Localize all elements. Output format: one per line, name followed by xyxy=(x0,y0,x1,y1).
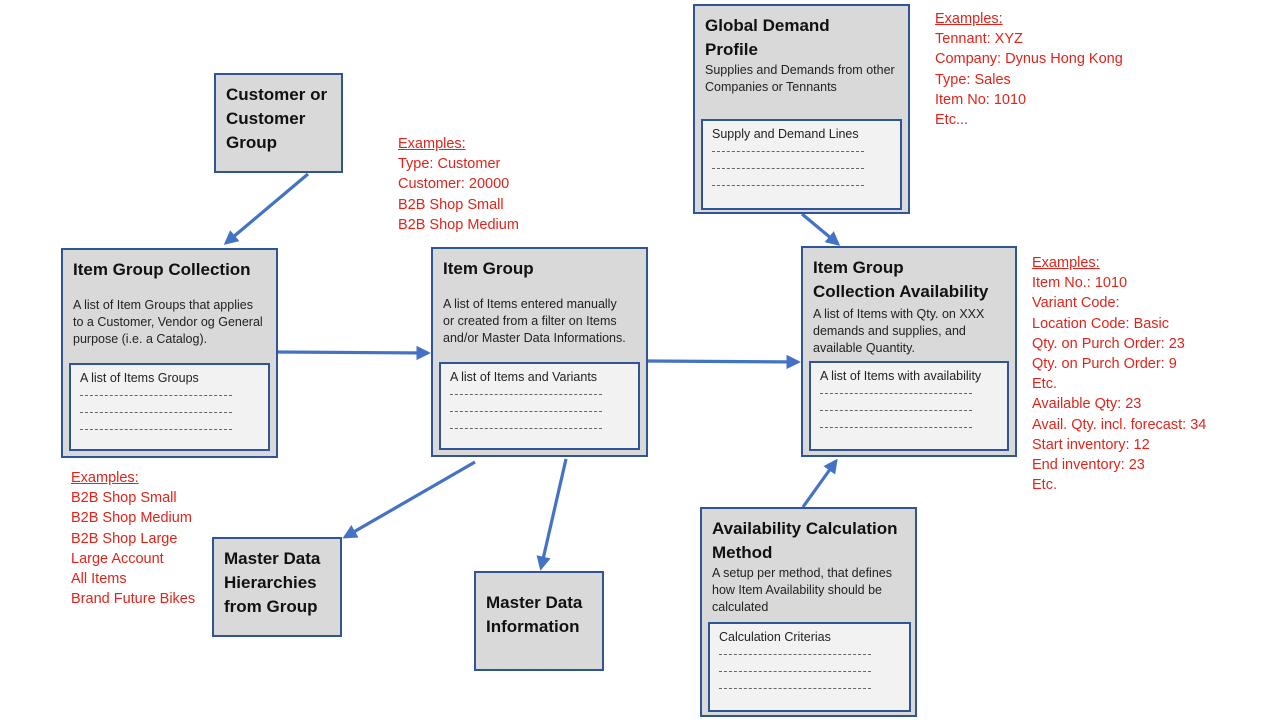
global-demand-profile-box[interactable]: Global Demand Profile Supplies and Deman… xyxy=(693,4,910,214)
customer-group-box[interactable]: Customer or Customer Group xyxy=(214,73,343,173)
example-line: End inventory: 23 xyxy=(1032,457,1145,474)
example-line: Start inventory: 12 xyxy=(1032,436,1150,453)
placeholder-line xyxy=(80,395,232,396)
examples-heading: Examples: xyxy=(398,136,466,152)
example-line: Large Account xyxy=(71,550,164,567)
example-line: Item No: 1010 xyxy=(935,91,1027,108)
example-line: Type: Customer xyxy=(398,156,501,173)
collection-examples: Examples: B2B Shop Small B2B Shop Medium… xyxy=(71,468,195,609)
global-demand-profile-description: Supplies and Demands from other Companie… xyxy=(705,63,895,94)
item-group-collection-description: A list of Item Groups that applies to a … xyxy=(73,298,263,346)
example-line: B2B Shop Small xyxy=(71,490,177,507)
placeholder-line xyxy=(450,428,602,429)
master-data-hierarchies-box[interactable]: Master Data Hierarchies from Group xyxy=(212,537,342,637)
example-line: Variant Code: xyxy=(1032,295,1120,312)
examples-heading: Examples: xyxy=(1032,255,1100,271)
item-groups-list-label: A list of Items Groups xyxy=(80,371,199,385)
global-demand-profile-title: Global Demand Profile xyxy=(705,16,830,59)
example-line: Etc... xyxy=(935,112,969,129)
item-group-collection-title: Item Group Collection xyxy=(73,260,251,279)
example-line: B2B Shop Large xyxy=(71,530,178,547)
item-group-collection-box[interactable]: Item Group Collection A list of Item Gro… xyxy=(61,248,278,458)
item-groups-list-panel: A list of Items Groups xyxy=(69,363,270,451)
example-line: All Items xyxy=(71,571,127,588)
example-line: Etc. xyxy=(1032,376,1057,393)
placeholder-line xyxy=(450,411,602,412)
example-line: Avail. Qty. incl. forecast: 34 xyxy=(1032,416,1207,433)
placeholder-line xyxy=(712,151,864,152)
example-line: Tennant: XYZ xyxy=(935,31,1023,48)
collection-availability-box[interactable]: Item Group Collection Availability A lis… xyxy=(801,246,1017,457)
supply-demand-lines-panel: Supply and Demand Lines xyxy=(701,119,902,210)
placeholder-line xyxy=(719,654,871,655)
global-demand-examples: Examples: Tennant: XYZ Company: Dynus Ho… xyxy=(935,9,1123,130)
example-line: Brand Future Bikes xyxy=(71,591,196,608)
master-data-information-box[interactable]: Master Data Information xyxy=(474,571,604,671)
example-line: Qty. on Purch Order: 9 xyxy=(1032,356,1177,373)
arrow-collection-to-item-group xyxy=(277,345,431,361)
availability-examples: Examples: Item No.: 1010 Variant Code: L… xyxy=(1032,253,1206,495)
example-line: Customer: 20000 xyxy=(398,176,510,193)
example-line: Available Qty: 23 xyxy=(1032,396,1142,413)
master-data-hierarchies-title: Master Data Hierarchies from Group xyxy=(224,549,321,616)
items-availability-list-label: A list of Items with availability xyxy=(820,369,982,383)
placeholder-line xyxy=(80,412,232,413)
arrow-global-demand-to-availability xyxy=(800,212,841,246)
item-group-box[interactable]: Item Group A list of Items entered manua… xyxy=(431,247,648,457)
collection-availability-title: Item Group Collection Availability xyxy=(813,258,989,301)
arrow-item-group-to-availability xyxy=(646,354,801,370)
items-variants-list-label: A list of Items and Variants xyxy=(450,370,598,384)
availability-calculation-description: A setup per method, that defines how Ite… xyxy=(712,566,892,614)
placeholder-line xyxy=(820,427,972,428)
example-line: Location Code: Basic xyxy=(1032,315,1170,332)
example-line: Type: Sales xyxy=(935,71,1011,88)
calculation-criterias-label: Calculation Criterias xyxy=(719,630,831,644)
items-variants-list-panel: A list of Items and Variants xyxy=(439,362,640,450)
item-group-description: A list of Items entered manually or crea… xyxy=(443,297,626,345)
placeholder-line xyxy=(712,168,864,169)
placeholder-line xyxy=(80,429,232,430)
examples-heading: Examples: xyxy=(71,470,139,486)
placeholder-line xyxy=(719,688,871,689)
availability-calculation-box[interactable]: Availability Calculation Method A setup … xyxy=(700,507,917,717)
customer-group-title: Customer or Customer Group xyxy=(226,85,328,152)
availability-calculation-title: Availability Calculation Method xyxy=(712,519,898,562)
arrow-item-group-to-information xyxy=(536,458,568,571)
example-line: B2B Shop Small xyxy=(398,196,504,213)
example-line: Qty. on Purch Order: 23 xyxy=(1032,335,1185,352)
arrow-item-group-to-hierarchies xyxy=(342,460,476,539)
item-group-examples: Examples: Type: Customer Customer: 20000… xyxy=(398,134,519,235)
supply-demand-lines-label: Supply and Demand Lines xyxy=(712,127,859,141)
calculation-criterias-panel: Calculation Criterias xyxy=(708,622,911,712)
example-line: Etc. xyxy=(1032,477,1057,494)
example-line: Item No.: 1010 xyxy=(1032,275,1128,292)
placeholder-line xyxy=(719,671,871,672)
collection-availability-description: A list of Items with Qty. on XXX demands… xyxy=(813,307,985,355)
items-availability-list-panel: A list of Items with availability xyxy=(809,361,1009,451)
arrow-customer-to-collection xyxy=(223,172,310,245)
example-line: Company: Dynus Hong Kong xyxy=(935,51,1123,68)
example-line: B2B Shop Medium xyxy=(398,216,519,233)
item-group-title: Item Group xyxy=(443,259,534,278)
arrow-calc-to-availability xyxy=(801,458,838,508)
examples-heading: Examples: xyxy=(935,11,1003,27)
placeholder-line xyxy=(450,394,602,395)
placeholder-line xyxy=(820,410,972,411)
placeholder-line xyxy=(712,185,864,186)
master-data-information-title: Master Data Information xyxy=(486,593,583,636)
example-line: B2B Shop Medium xyxy=(71,510,192,527)
placeholder-line xyxy=(820,393,972,394)
